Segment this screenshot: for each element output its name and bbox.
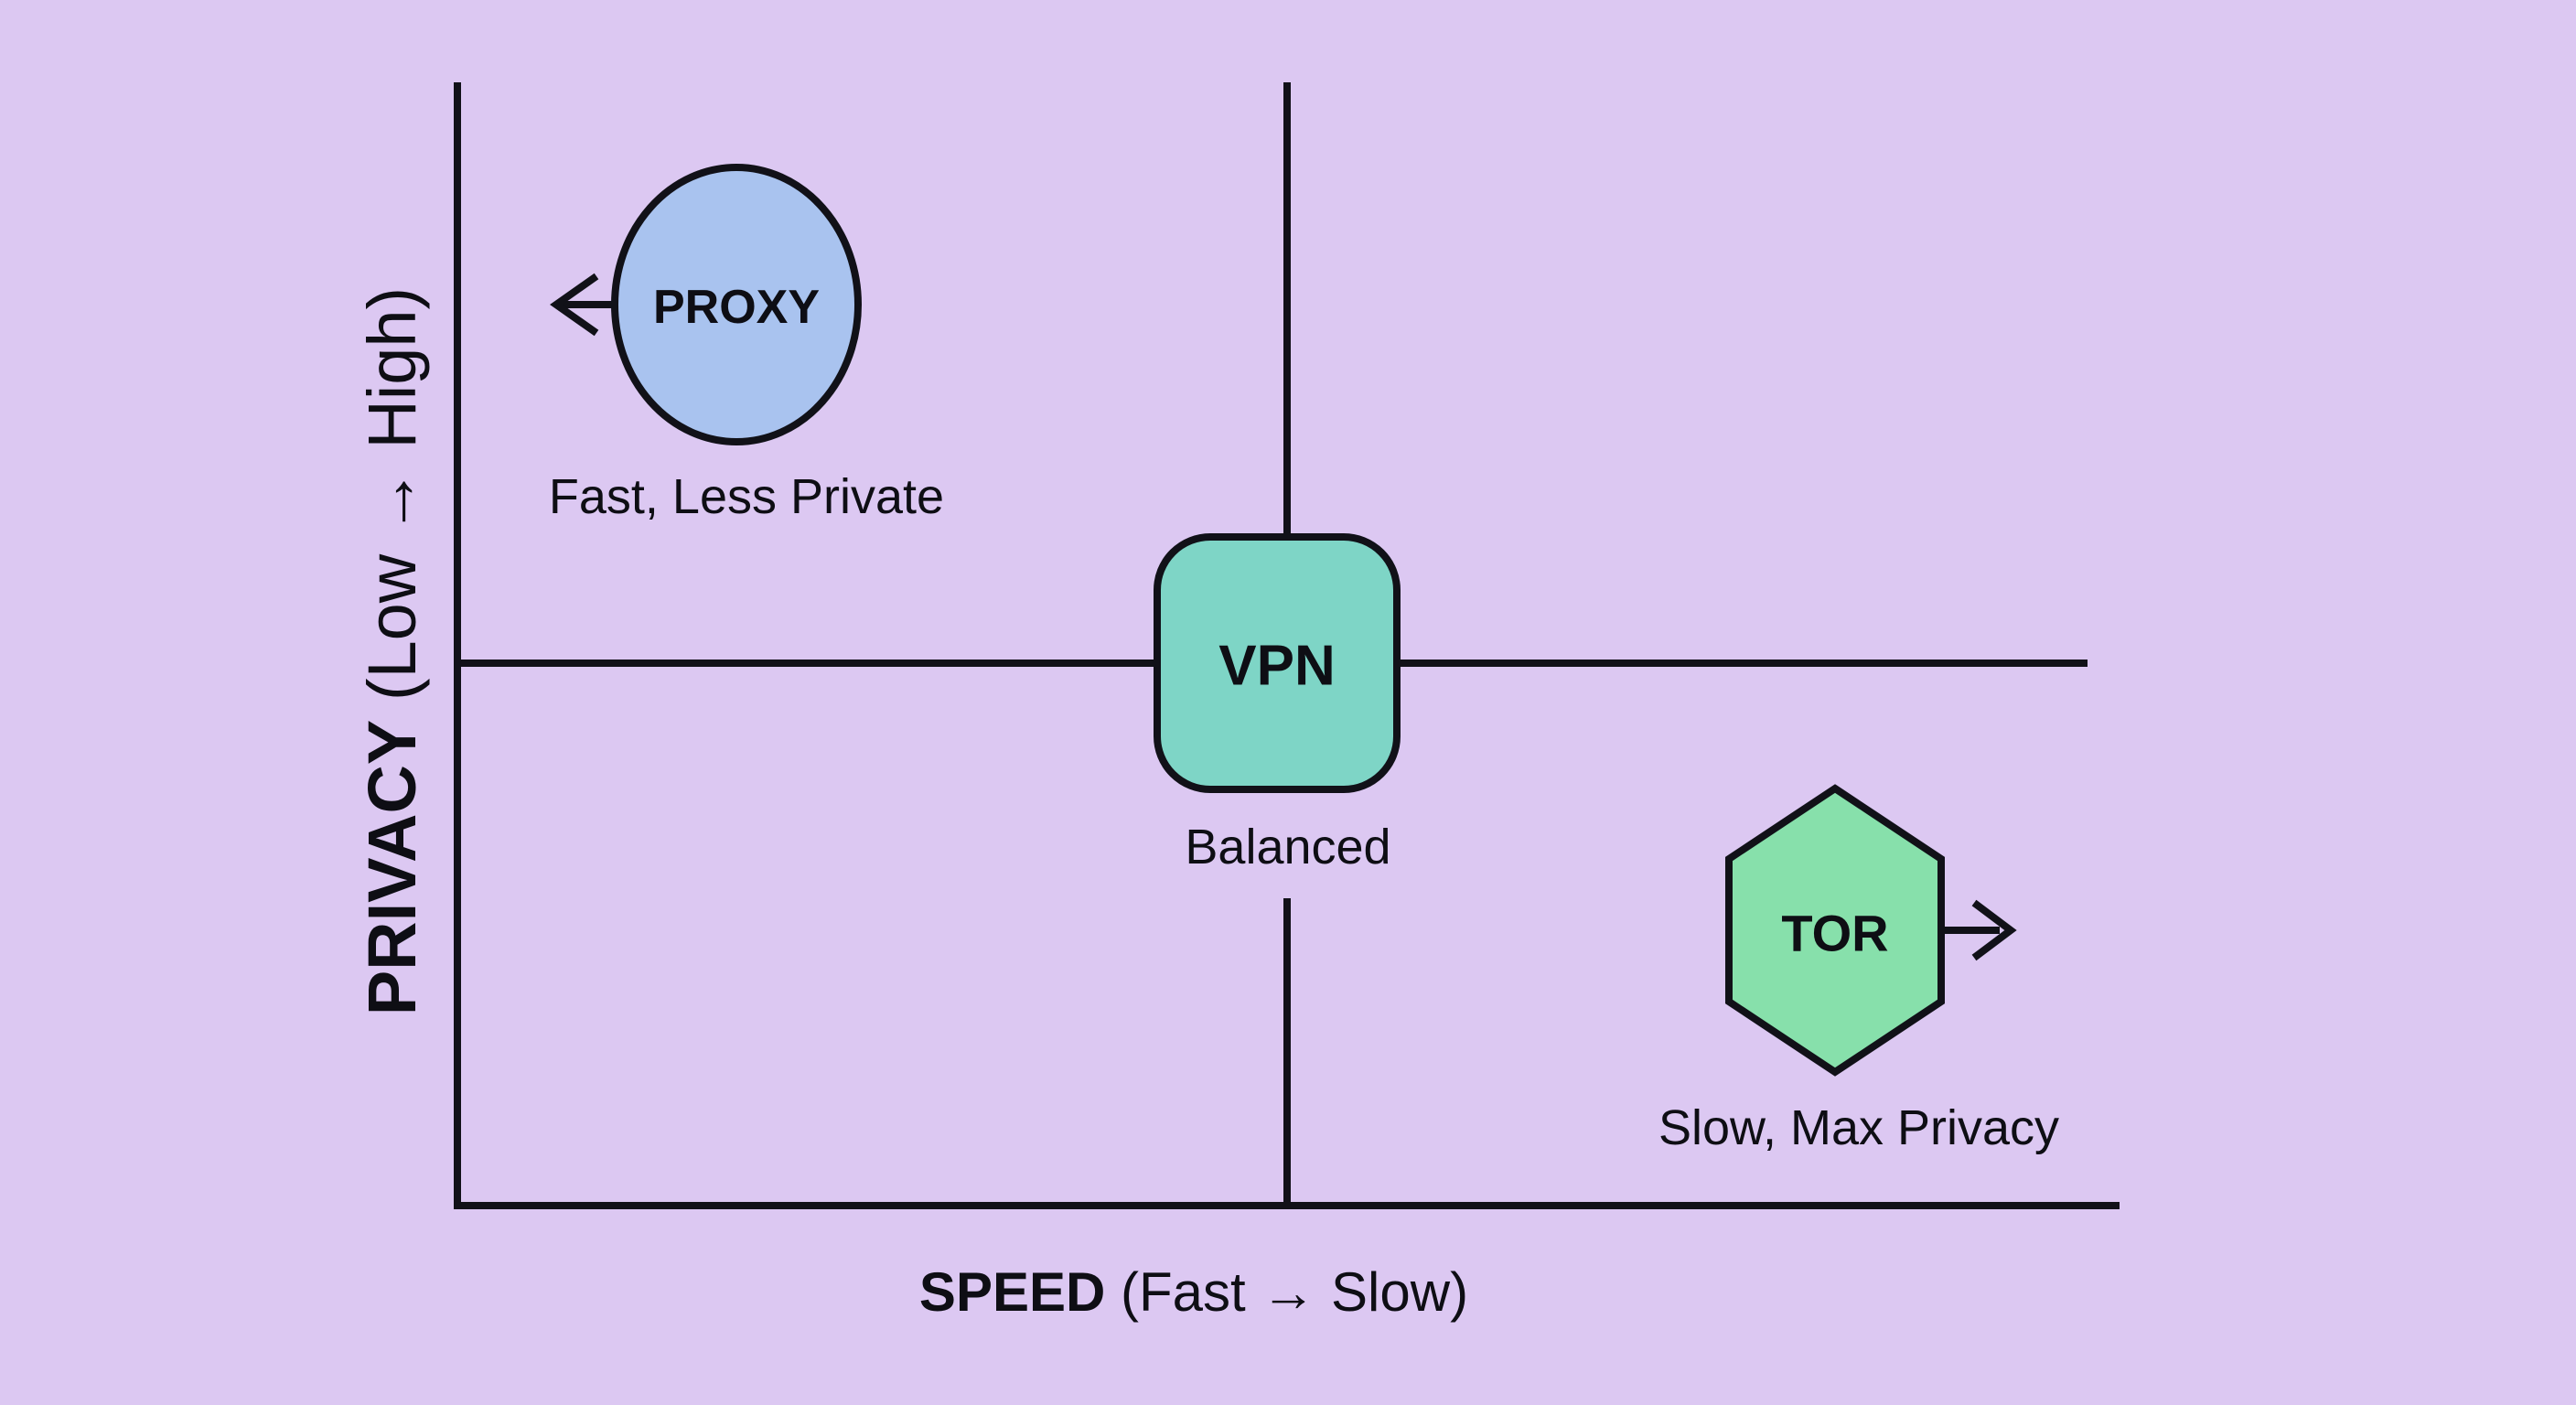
y-axis-label-rest: (Low → High) (354, 287, 430, 720)
vpn-node: VPN Balanced (1154, 533, 1401, 874)
tor-node: TOR Slow, Max Privacy (1658, 784, 2059, 1155)
tor-label: TOR (1781, 905, 1888, 962)
x-axis-label-rest: (Fast → Slow) (1105, 1261, 1468, 1323)
proxy-node: PROXY Fast, Less Private (549, 164, 944, 524)
y-axis-label-bold: PRIVACY (354, 720, 430, 1015)
proxy-circle (611, 164, 862, 445)
tor-hexagon (1725, 784, 1945, 1077)
vpn-caption: Balanced (1185, 820, 1390, 874)
right-arrow-icon (1971, 899, 2017, 961)
tor-caption: Slow, Max Privacy (1658, 1100, 2059, 1155)
x-axis-label-bold: SPEED (919, 1261, 1105, 1323)
vpn-label: VPN (1218, 635, 1335, 698)
left-arrow-icon (550, 273, 599, 337)
x-axis-label: SPEED (Fast → Slow) (919, 1261, 1468, 1323)
vpn-square (1154, 533, 1401, 793)
proxy-label: PROXY (653, 281, 820, 334)
proxy-caption: Fast, Less Private (549, 469, 944, 524)
y-axis-label: PRIVACY (Low → High) (354, 287, 430, 1015)
